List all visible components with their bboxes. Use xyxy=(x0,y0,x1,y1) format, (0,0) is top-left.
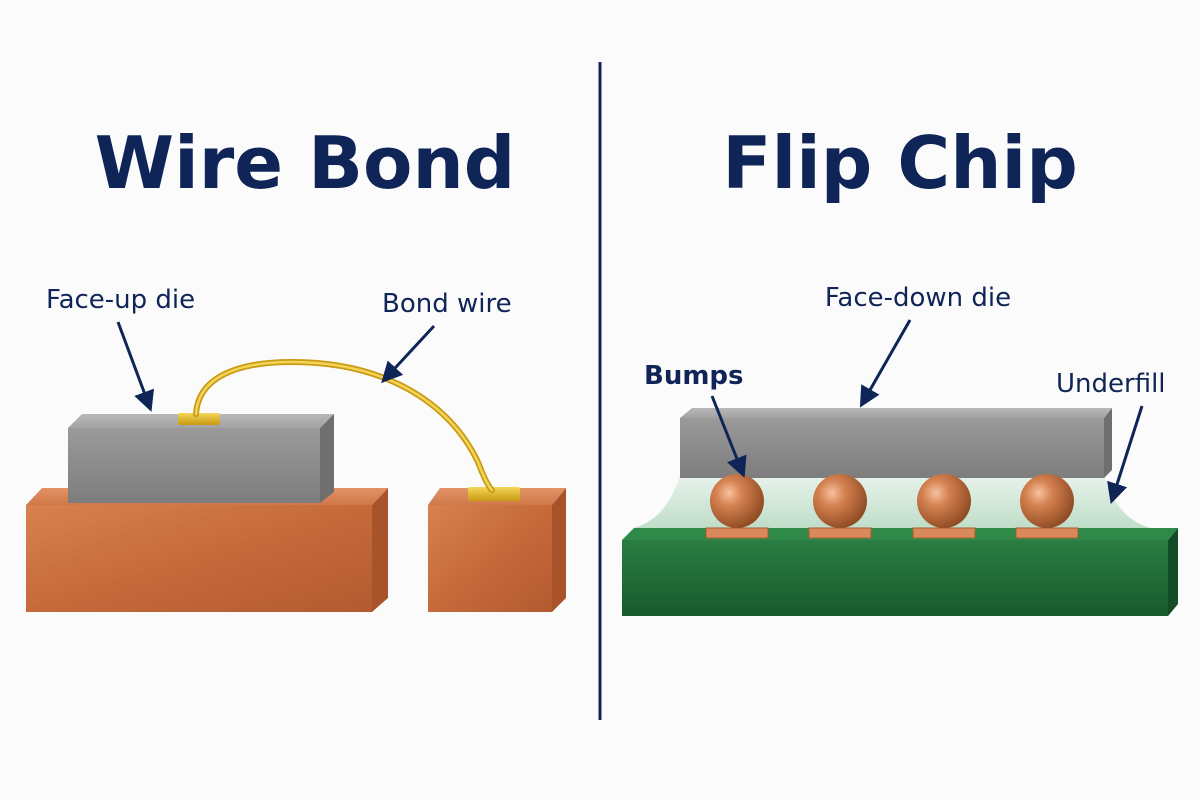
arrow-underfill xyxy=(1107,405,1144,505)
label-bumps: Bumps xyxy=(644,361,744,391)
solder-bump xyxy=(917,474,971,528)
flip-chip-title: Flip Chip xyxy=(722,121,1077,205)
solder-bump xyxy=(1020,474,1074,528)
label-face-down-die: Face-down die xyxy=(825,283,1011,313)
flip-chip-illustration xyxy=(622,408,1178,616)
solder-bump xyxy=(710,474,764,528)
face-down-die xyxy=(680,408,1112,478)
lead-frame-left xyxy=(26,488,388,612)
label-underfill: Underfill xyxy=(1056,369,1166,399)
label-bond-wire: Bond wire xyxy=(382,289,512,319)
substrate-pad xyxy=(912,527,976,539)
solder-bump xyxy=(813,474,867,528)
face-up-die xyxy=(68,414,334,503)
lead-bond-pad xyxy=(468,487,520,501)
arrow-bond-wire xyxy=(381,324,436,384)
lead-frame-right xyxy=(428,488,566,612)
substrate-pad xyxy=(1015,527,1079,539)
arrow-face-up-die xyxy=(116,321,154,412)
wire-bond-title: Wire Bond xyxy=(95,121,516,205)
pcb-substrate xyxy=(622,528,1178,616)
arrow-face-down-die xyxy=(859,319,912,408)
arrow-bumps xyxy=(710,395,747,478)
die-bond-pad xyxy=(178,413,220,425)
underfill xyxy=(634,476,1150,528)
wire-bond-illustration xyxy=(26,358,566,612)
substrate-pad xyxy=(705,527,769,539)
substrate-pad xyxy=(808,527,872,539)
label-face-up-die: Face-up die xyxy=(46,285,195,315)
